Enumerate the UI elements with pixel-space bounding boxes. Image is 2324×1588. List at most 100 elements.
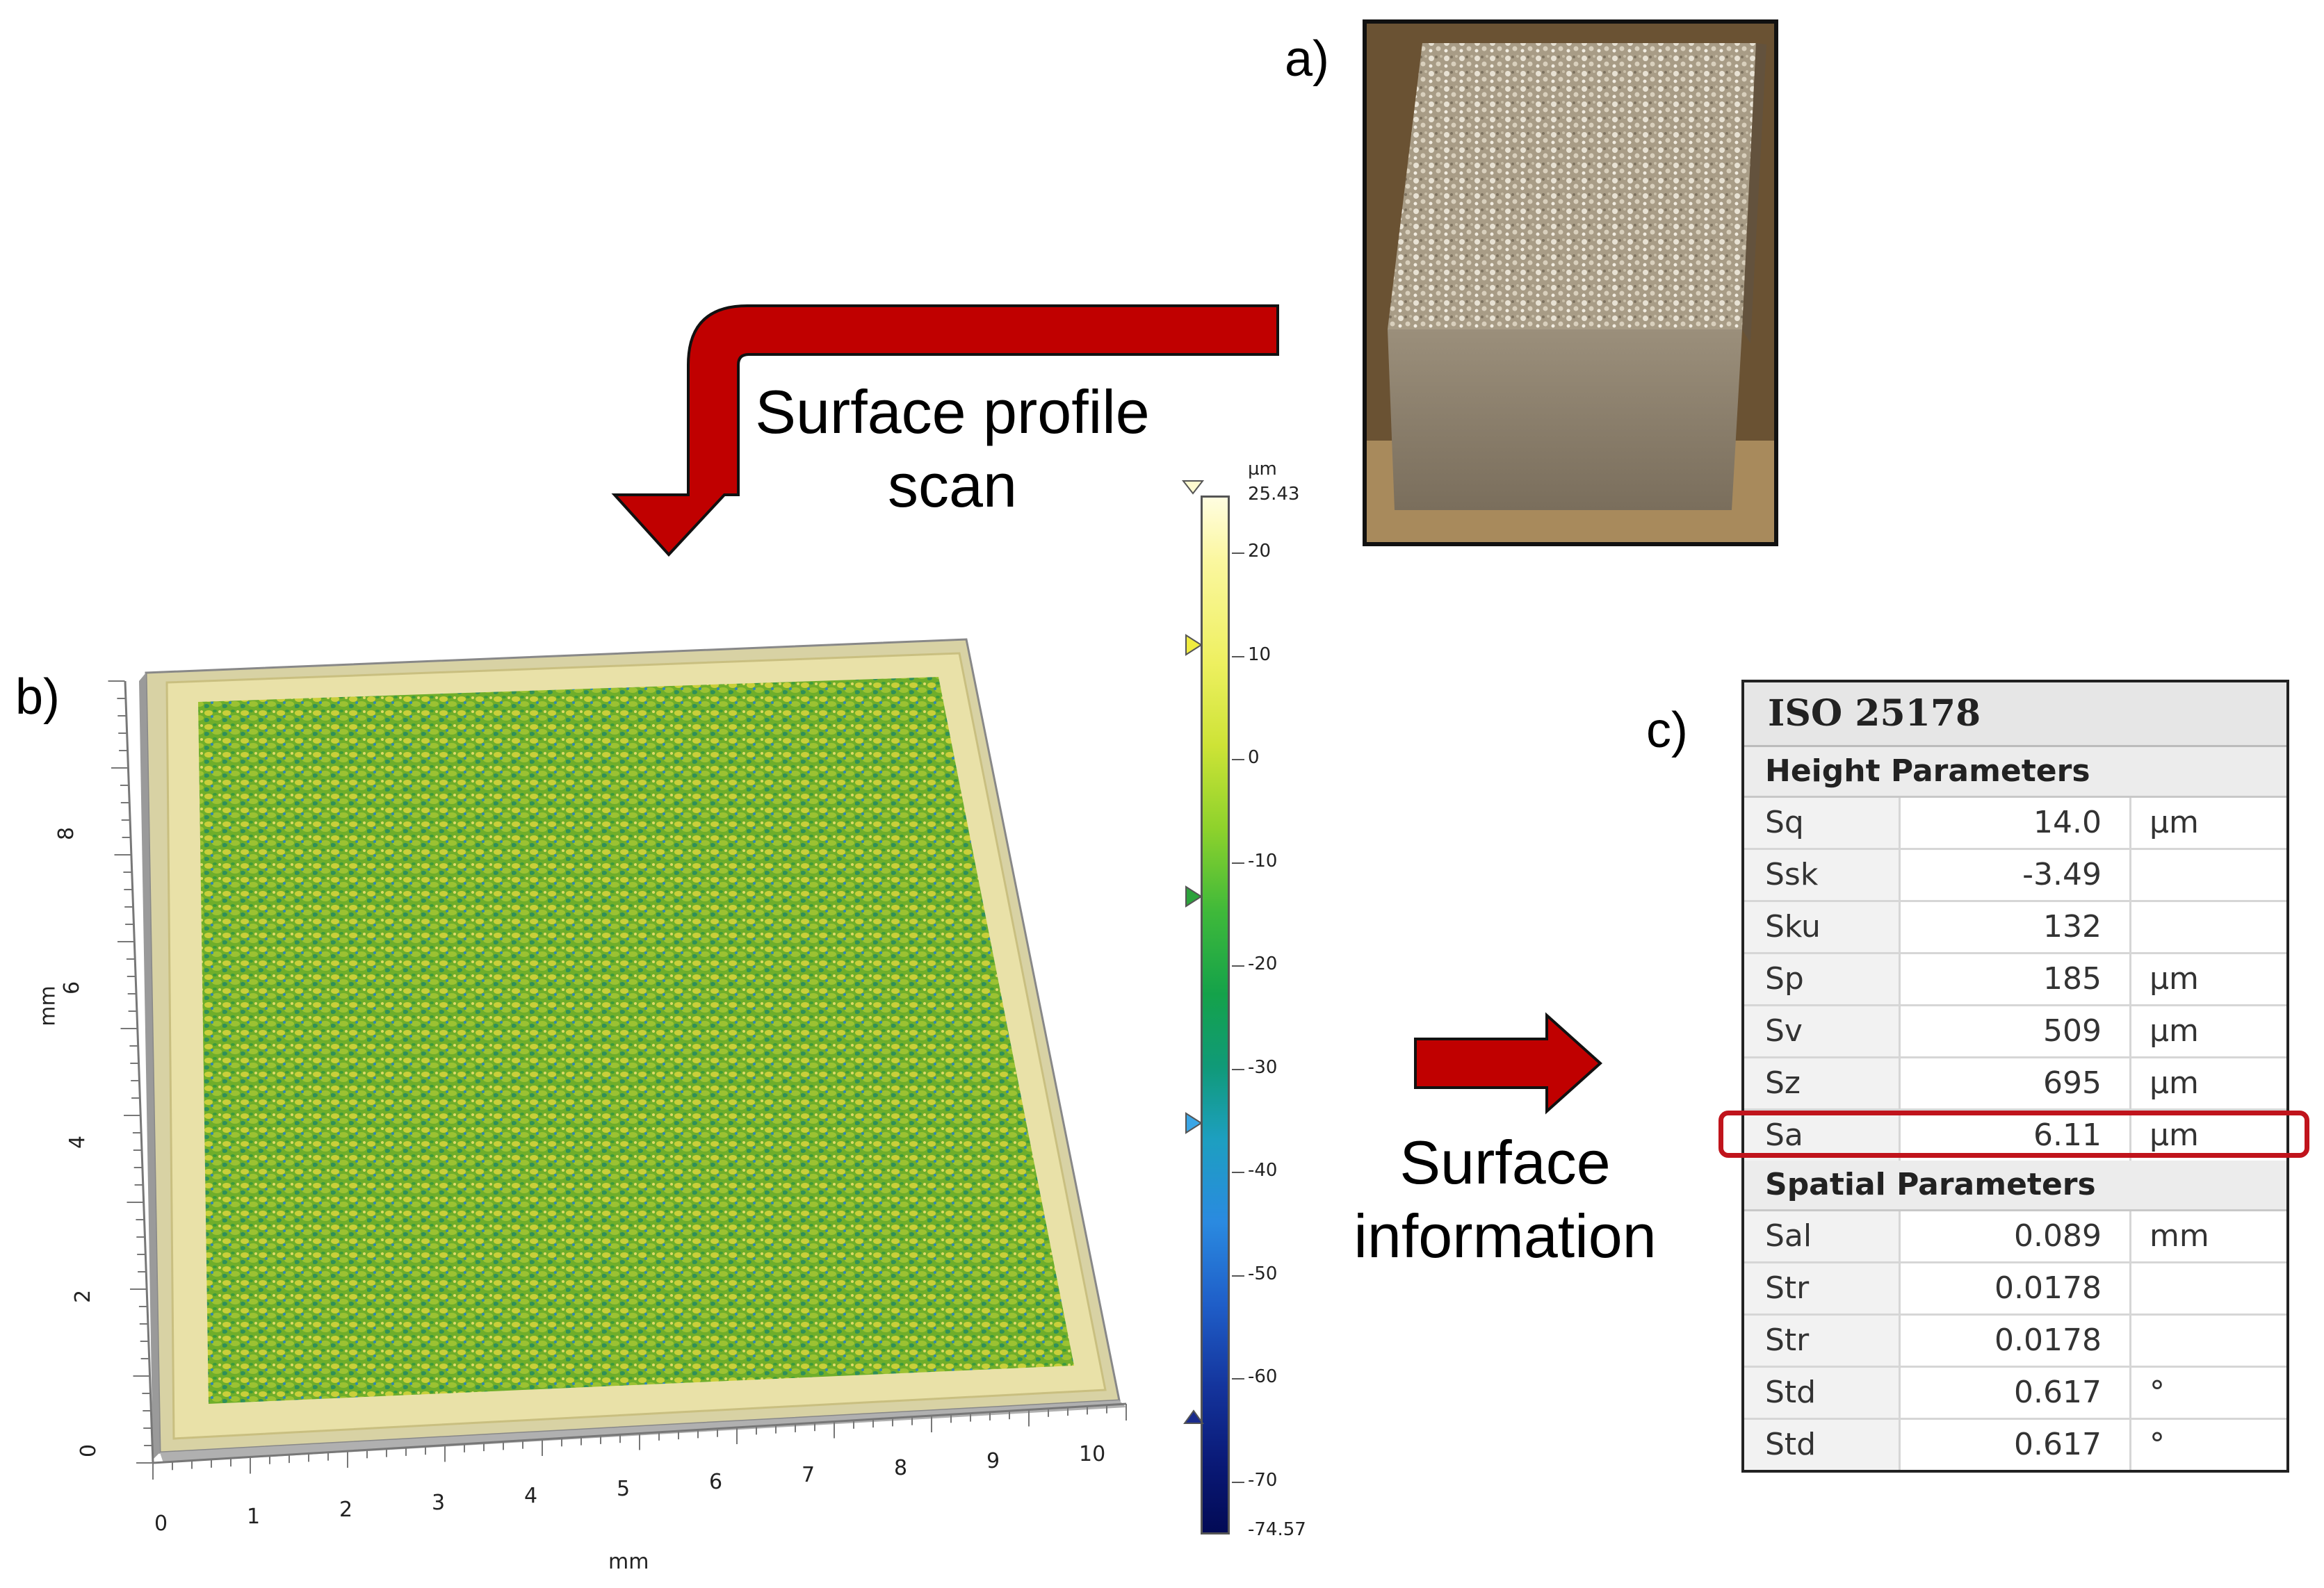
scale-tick-label: -60 <box>1248 1366 1278 1387</box>
x-tick-label: 8 <box>894 1456 908 1480</box>
param-unit: ° <box>2150 1427 2165 1462</box>
param-unit: µm <box>2150 1118 2199 1153</box>
y-tick-label: 2 <box>71 1289 96 1304</box>
param-unit: ° <box>2150 1375 2165 1410</box>
y-axis-unit: mm <box>35 985 60 1026</box>
param-value: 14.0 <box>1901 798 2131 848</box>
scale-tick-mark <box>1232 759 1244 760</box>
param-name: Sq <box>1744 798 1901 848</box>
scale-tick-label: -30 <box>1248 1056 1278 1078</box>
surface-information-arrow <box>1414 1012 1602 1115</box>
panel-label-c: c) <box>1646 703 1688 758</box>
param-name: Sku <box>1744 902 1901 952</box>
panel-label-a: a) <box>1285 31 1330 87</box>
x-tick-label: 5 <box>617 1477 631 1501</box>
param-name: Std <box>1744 1420 1901 1470</box>
x-tick-label: 9 <box>986 1449 1000 1473</box>
param-unit: µm <box>2150 1065 2199 1101</box>
scale-markers <box>1182 480 1205 1424</box>
x-axis-unit: mm <box>608 1550 649 1574</box>
param-unit: µm <box>2150 961 2199 997</box>
param-name: Ssk <box>1744 850 1901 900</box>
param-name: Str <box>1744 1263 1901 1313</box>
scale-unit: µm <box>1248 459 1277 480</box>
scale-tick-mark <box>1232 1481 1244 1483</box>
param-name: Sal <box>1744 1211 1901 1261</box>
scale-tick-label: 0 <box>1248 747 1260 768</box>
x-tick-label: 4 <box>524 1484 538 1508</box>
scale-tick-mark <box>1232 1275 1244 1277</box>
y-axis-ticks <box>108 680 153 1464</box>
param-value: 0.617 <box>1901 1420 2131 1470</box>
param-unit <box>2131 850 2286 900</box>
param-unit: mm <box>2150 1218 2209 1254</box>
surface-profile-scan-text: Surface profile scan <box>723 375 1182 522</box>
param-name: Sa <box>1744 1111 1901 1161</box>
sa-highlight-box <box>1718 1111 2309 1158</box>
scale-tick-label: 10 <box>1248 644 1271 665</box>
param-name: Std <box>1744 1368 1901 1418</box>
param-value: 695 <box>1901 1058 2131 1108</box>
x-tick-label: 1 <box>247 1505 261 1529</box>
arrow-text-2-line2: information <box>1354 1201 1657 1270</box>
param-unit <box>2131 902 2286 952</box>
scale-tick-mark <box>1232 1068 1244 1070</box>
arrow-text-1-line1: Surface profile <box>755 377 1150 446</box>
scale-tick-mark <box>1232 1378 1244 1380</box>
scale-min: -74.57 <box>1248 1519 1306 1540</box>
x-tick-label: 10 <box>1079 1442 1106 1466</box>
panel-label-b: b) <box>15 669 60 725</box>
param-unit: µm <box>2150 1013 2199 1049</box>
height-color-scale <box>1201 496 1230 1534</box>
scale-tick-mark <box>1232 1172 1244 1173</box>
cube-image <box>1367 24 1774 542</box>
height-parameters-header: Height Parameters <box>1744 747 2286 798</box>
scale-tick-mark <box>1232 655 1244 657</box>
param-name: Sp <box>1744 954 1901 1004</box>
y-tick-label: 8 <box>54 826 79 841</box>
y-tick-label: 0 <box>76 1443 101 1458</box>
param-value: -3.49 <box>1901 850 2131 900</box>
table-title: ISO 25178 <box>1744 682 2286 747</box>
param-value: 0.089 <box>1901 1211 2131 1261</box>
param-value: 509 <box>1901 1006 2131 1056</box>
param-value: 6.11 <box>1901 1111 2131 1161</box>
param-name: Sz <box>1744 1058 1901 1108</box>
y-tick-label: 6 <box>60 981 85 995</box>
scale-tick-mark <box>1232 965 1244 967</box>
x-tick-label: 0 <box>154 1512 168 1536</box>
param-value: 132 <box>1901 902 2131 952</box>
param-name: Str <box>1744 1316 1901 1366</box>
param-value: 185 <box>1901 954 2131 1004</box>
param-name: Sv <box>1744 1006 1901 1056</box>
surface-scan-arrow <box>611 304 1279 557</box>
scale-tick-label: -10 <box>1248 850 1278 871</box>
cube-photo <box>1363 19 1778 546</box>
surface-information-text: Surface information <box>1307 1126 1703 1272</box>
param-unit <box>2131 1263 2286 1313</box>
scale-tick-label: 20 <box>1248 541 1271 562</box>
y-tick-label: 4 <box>65 1135 90 1149</box>
param-unit: µm <box>2150 805 2199 840</box>
x-axis-ticks <box>152 1404 1127 1480</box>
x-tick-label: 2 <box>339 1498 353 1522</box>
arrow-text-2-line1: Surface <box>1399 1128 1611 1197</box>
spatial-parameters-header: Spatial Parameters <box>1744 1161 2286 1211</box>
param-value: 0.0178 <box>1901 1316 2131 1366</box>
x-tick-label: 7 <box>802 1463 815 1487</box>
scale-tick-label: -70 <box>1248 1469 1278 1491</box>
surface-3d-plot <box>108 638 1127 1480</box>
scale-tick-mark <box>1232 552 1244 554</box>
